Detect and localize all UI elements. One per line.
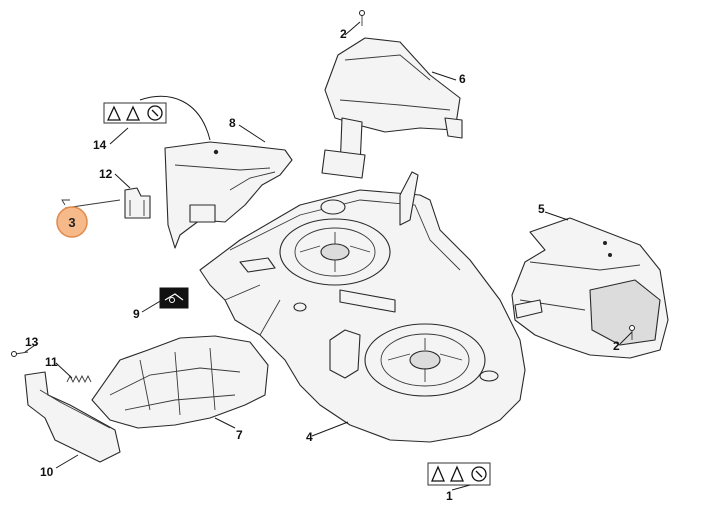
- callout-3-label: 3: [68, 215, 75, 230]
- callout-13: 13: [25, 335, 39, 349]
- callout-4: 4: [306, 430, 313, 444]
- screw-2-top: [359, 10, 365, 26]
- callout-9: 9: [133, 307, 140, 321]
- discharge-chute: [164, 141, 293, 249]
- callout-14: 14: [93, 138, 107, 152]
- callout-8: 8: [229, 116, 236, 130]
- leader-lines: [24, 21, 633, 491]
- callout-5: 5: [538, 202, 545, 216]
- bracket-10: [24, 371, 121, 463]
- warning-sticker-1: [427, 462, 491, 486]
- spring-11: [66, 374, 92, 384]
- decal-9: [159, 287, 189, 309]
- mower-deck: [199, 171, 526, 443]
- callout-7: 7: [236, 428, 243, 442]
- belt-cover: [511, 217, 669, 359]
- callout-6: 6: [459, 72, 466, 86]
- callout-10: 10: [40, 465, 54, 479]
- upper-cover: [321, 37, 463, 179]
- guard-7: [91, 335, 269, 429]
- warning-sticker-14: [103, 102, 167, 124]
- callout-3-highlight[interactable]: 3: [56, 206, 88, 238]
- callout-1: 1: [446, 489, 453, 503]
- callout-11: 11: [45, 355, 58, 369]
- clip-12: [124, 187, 151, 219]
- screw-2-bottom: [629, 325, 635, 340]
- screw-13: [11, 351, 29, 357]
- callout-2-bottom: 2: [613, 339, 620, 353]
- callout-12: 12: [99, 167, 113, 181]
- callout-2-top: 2: [340, 27, 347, 41]
